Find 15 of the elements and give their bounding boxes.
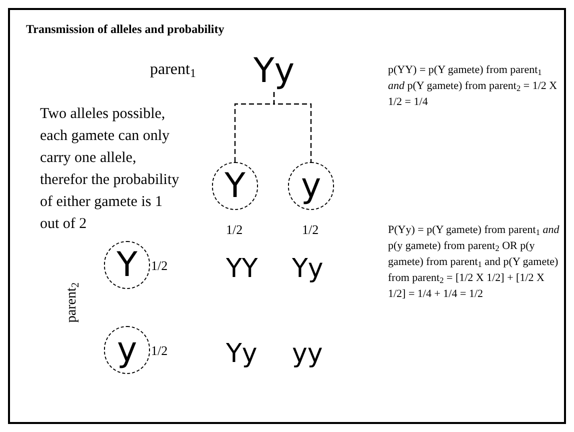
genotype-text: Yy (244, 50, 304, 92)
probability-label: 1/2 (302, 221, 319, 239)
genotype-text: Yy (226, 338, 258, 371)
title: Transmission of alleles and probability (26, 21, 224, 38)
parent-label: parent$_{1}$ (150, 60, 196, 82)
probability-label: 1/2 (226, 221, 243, 239)
genotype-text: YY (226, 253, 258, 286)
bracket-line (273, 92, 312, 162)
genotype-text: Yy (292, 253, 324, 286)
note-text: Two alleles possible, each gamete can only carry one allele, therefor the probability of either gamete is 1 out of 2 (40, 105, 180, 234)
genotype-text: yy (292, 338, 323, 371)
note-text: p(YY) = p(Y gamete) from parent$_{1}$ and p(Y gamete) from parent$_{2}$ = 1/2 X 1/2 = 1/4 (388, 63, 558, 110)
probability-label: 1/2 (151, 342, 168, 360)
note-text: P(Yy) = p(Y gamete) from parent$_{1}$ and p(y gamete) from parent$_{2}$ OR p(y gamete) from parent$_{1}$ and p(Y gamete) from parent$_{2}$ = [1/2 X 1/2] + [1/2 X 1/2] = 1/4 + 1/4 = 1/2 (388, 223, 560, 302)
probability-label: 1/2 (151, 257, 168, 275)
